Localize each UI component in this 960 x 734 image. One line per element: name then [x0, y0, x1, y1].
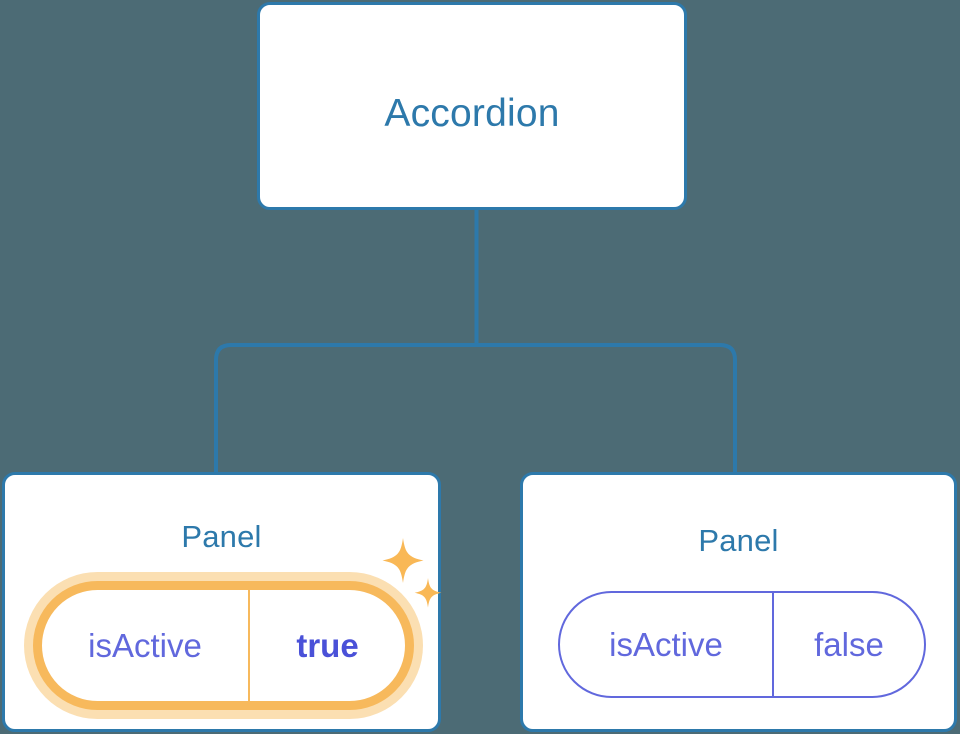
- node-panel-inactive-title: Panel: [698, 523, 779, 558]
- prop-key: isActive: [560, 593, 774, 696]
- prop-value: false: [814, 625, 884, 663]
- prop-value: true: [296, 626, 359, 664]
- prop-pill-isactive-false[interactable]: isActive false: [558, 591, 926, 698]
- node-panel-inactive[interactable]: Panel isActive false: [520, 472, 957, 732]
- prop-pill-isactive-true[interactable]: isActive true: [33, 581, 414, 710]
- node-panel-active-title: Panel: [181, 519, 262, 554]
- node-accordion[interactable]: Accordion: [257, 2, 687, 210]
- prop-key: isActive: [42, 590, 250, 701]
- node-panel-active[interactable]: Panel isActive true: [2, 472, 441, 732]
- connector-to-left-panel: [214, 343, 477, 472]
- node-accordion-title: Accordion: [384, 92, 560, 135]
- connector-to-right-panel: [476, 343, 737, 472]
